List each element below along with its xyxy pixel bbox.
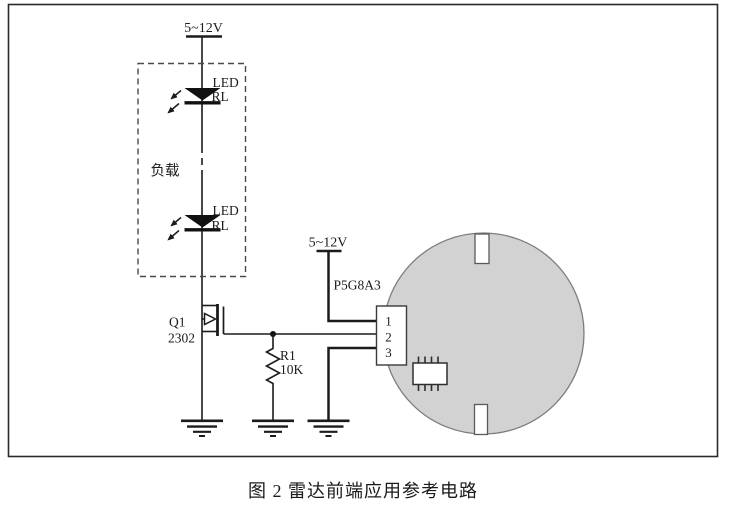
- wire-pin3-to-ground: [327, 346, 377, 421]
- top-supply-rail: 5~12V: [184, 21, 223, 38]
- resistor-value: 10K: [280, 362, 304, 377]
- resistor-zigzag: [264, 334, 282, 421]
- connector-pin2-label: 2: [385, 330, 392, 345]
- led-triangle: [184, 88, 221, 101]
- led-bottom-ref: RL: [212, 218, 229, 233]
- load-box-label: 负载: [151, 163, 180, 180]
- led-light-arrow-icon: [167, 102, 180, 114]
- module-top-slot: [474, 233, 490, 265]
- led-triangle: [184, 215, 221, 228]
- mosfet-model: 2302: [168, 331, 195, 346]
- led-light-arrow-icon: [170, 216, 182, 227]
- connector-outline: [375, 305, 408, 366]
- load-dashed-box: 负载: [137, 62, 247, 278]
- led-light-arrow-icon: [170, 89, 182, 100]
- led-top-name: LED: [213, 75, 239, 90]
- resistor-symbol: R1 10K: [264, 334, 304, 421]
- led-top-ref: RL: [212, 89, 229, 104]
- ground-symbol-mosfet: [181, 419, 223, 437]
- resistor-ref: R1: [280, 348, 296, 363]
- wire-supply-to-pin1: [327, 251, 377, 323]
- led-bottom-name: LED: [213, 203, 239, 218]
- right-supply-label: 5~12V: [309, 236, 348, 251]
- diagram-frame: [7, 3, 719, 458]
- connector-box: 1 2 3: [375, 305, 408, 366]
- module-part-label: P5G8A3: [334, 278, 382, 293]
- figure-caption: 图 2 雷达前端应用参考电路: [248, 481, 478, 501]
- mosfet-symbol: Q1 2302: [168, 304, 225, 346]
- ic-chip: [412, 356, 448, 391]
- ic-chip-body: [412, 362, 448, 386]
- led-symbol-bottom: LED RL: [167, 203, 239, 241]
- led-light-arrow-icon: [167, 229, 180, 241]
- module-bottom-slot: [473, 403, 489, 436]
- led-symbol-top: LED RL: [167, 75, 239, 114]
- radar-module: 1 2 3: [375, 232, 585, 436]
- mosfet-ref: Q1: [169, 315, 186, 330]
- top-supply-label: 5~12V: [184, 21, 223, 36]
- ground-symbol-pin3: [307, 419, 350, 437]
- connector-pin1-label: 1: [385, 314, 392, 329]
- mosfet-body-arrow-icon: [203, 312, 218, 326]
- ground-symbol-resistor: [252, 419, 294, 437]
- load-box-outline: [137, 62, 247, 278]
- right-supply-rail: 5~12V P5G8A3: [309, 236, 382, 323]
- connector-pin3-label: 3: [385, 345, 392, 360]
